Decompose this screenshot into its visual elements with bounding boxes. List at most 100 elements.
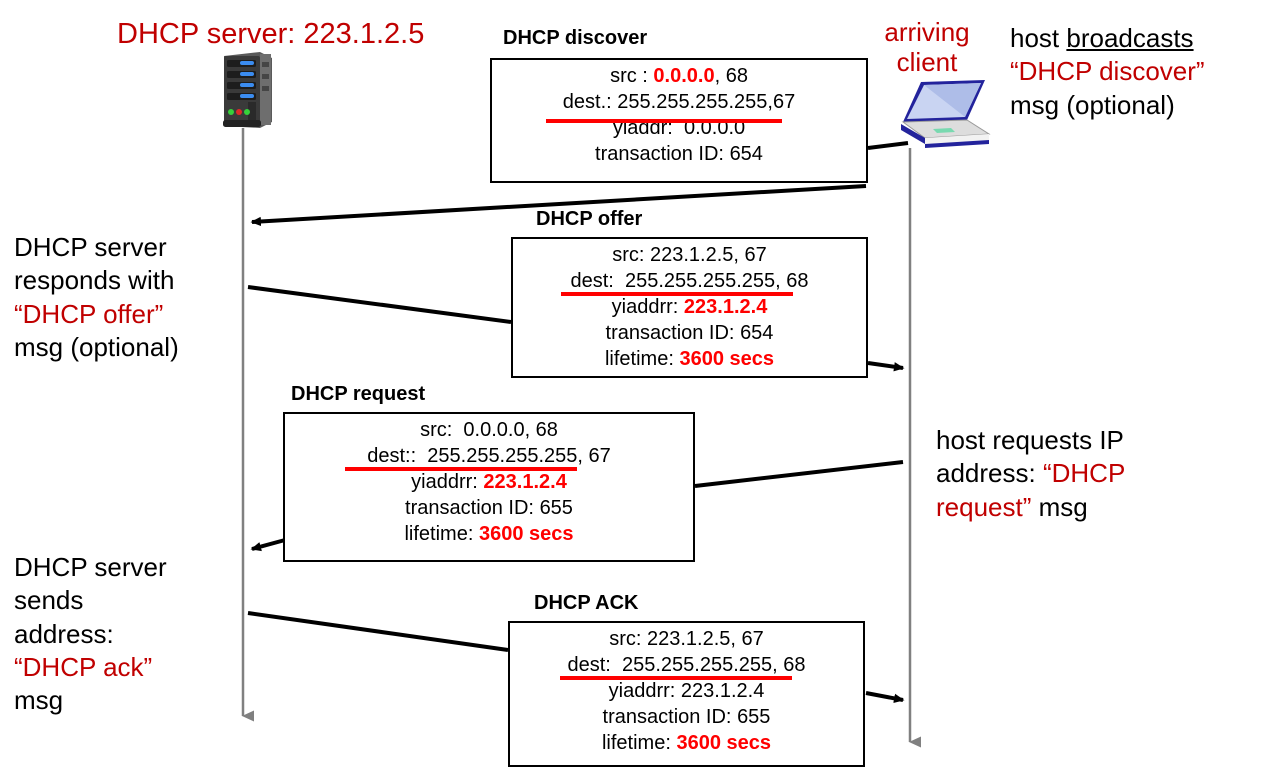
field-value: 255.255.255.255,67 bbox=[617, 91, 796, 113]
field-label: lifetime: bbox=[604, 348, 674, 370]
note-line: sends bbox=[14, 585, 84, 616]
field-value: 655 bbox=[737, 706, 771, 728]
note-line: address: “DHCP bbox=[936, 457, 1226, 490]
field-value: 223.1.2.5, 67 bbox=[647, 628, 764, 650]
msg-line: yiaddrr: 223.1.2.4 bbox=[285, 469, 693, 495]
note-server-sends-ack: DHCP server sends address: “DHCP ack” ms… bbox=[14, 551, 244, 717]
field-value: 3600 secs bbox=[679, 348, 774, 370]
field-label: transaction ID: bbox=[405, 497, 534, 519]
msg-title-ack: DHCP ACK bbox=[534, 592, 639, 614]
arrow-ack-from-server bbox=[247, 611, 509, 652]
field-value: 0.0.0.0 bbox=[653, 65, 715, 87]
note-line: msg bbox=[14, 685, 64, 716]
field-value: 3600 secs bbox=[676, 732, 771, 754]
dest-underline-offer bbox=[561, 292, 793, 296]
field-label: dest: bbox=[567, 654, 611, 676]
note-line-highlight: “DHCP discover” bbox=[1010, 56, 1205, 87]
arrow-ack-to-client bbox=[865, 691, 905, 703]
field-value: 3600 secs bbox=[478, 523, 574, 545]
msg-line: src: 223.1.2.5, 67 bbox=[510, 626, 863, 652]
msg-box-ack: src: 223.1.2.5, 67 dest: 255.255.255.255… bbox=[508, 621, 865, 767]
arrow-request-to-server bbox=[250, 538, 286, 552]
note-server-responds-offer: DHCP server responds with “DHCP offer” m… bbox=[14, 231, 244, 364]
arrow-offer-from-server bbox=[247, 285, 512, 324]
msg-line: lifetime: 3600 secs bbox=[510, 730, 863, 756]
msg-line: transaction ID: 654 bbox=[513, 320, 866, 346]
msg-line: lifetime: 3600 secs bbox=[285, 521, 693, 547]
note-text: address: bbox=[936, 458, 1043, 489]
note-text: msg bbox=[1031, 491, 1088, 522]
msg-title-discover: DHCP discover bbox=[503, 27, 648, 49]
field-label: src : bbox=[610, 65, 648, 87]
note-line-highlight: “DHCP offer” bbox=[14, 298, 164, 329]
field-suffix: , 68 bbox=[772, 654, 806, 676]
note-text-underlined: broadcasts bbox=[1066, 23, 1194, 53]
note-host-broadcasts-discover: host broadcasts “DHCP discover” msg (opt… bbox=[1010, 22, 1278, 122]
server-tower-icon bbox=[223, 52, 272, 128]
note-text-highlight: “DHCP bbox=[1042, 458, 1126, 489]
note-line: request” msg bbox=[936, 491, 1226, 524]
field-label: dest.: bbox=[562, 91, 612, 113]
note-text-highlight: request” bbox=[936, 491, 1032, 522]
field-value: 654 bbox=[729, 143, 763, 165]
field-label: transaction ID: bbox=[602, 706, 732, 728]
msg-title-request: DHCP request bbox=[291, 383, 426, 405]
field-label: yiaddrr: bbox=[611, 296, 679, 318]
field-value: 255.255.255.255 bbox=[621, 654, 773, 676]
field-label: transaction ID: bbox=[605, 322, 735, 344]
page-title: DHCP server: 223.1.2.5 bbox=[117, 18, 425, 50]
msg-line: src: 223.1.2.5, 67 bbox=[513, 242, 866, 268]
field-label: dest:: bbox=[367, 445, 417, 467]
dest-underline-ack bbox=[560, 676, 792, 680]
field-value: 223.1.2.5, 67 bbox=[650, 244, 767, 266]
note-line: DHCP server bbox=[14, 232, 167, 262]
field-value: 255.255.255.255 bbox=[427, 445, 578, 467]
field-value: 255.255.255.255 bbox=[624, 270, 776, 292]
note-line: host broadcasts bbox=[1010, 22, 1278, 55]
field-suffix: , 67 bbox=[577, 445, 611, 467]
note-line: msg (optional) bbox=[1010, 89, 1175, 120]
field-label: src: bbox=[609, 628, 642, 650]
field-value: 223.1.2.4 bbox=[483, 471, 567, 493]
arriving-client-label: arriving client bbox=[862, 17, 992, 78]
note-text: host bbox=[1010, 23, 1067, 53]
field-label: dest: bbox=[570, 270, 614, 292]
note-line: msg (optional) bbox=[14, 331, 179, 362]
msg-line: dest: 255.255.255.255, 68 bbox=[510, 652, 863, 678]
msg-line: yiaddrr: 223.1.2.4 bbox=[513, 294, 866, 320]
msg-line: dest:: 255.255.255.255, 67 bbox=[285, 443, 693, 469]
note-host-requests-ip: host requests IP address: “DHCP request”… bbox=[936, 424, 1226, 524]
msg-line: dest: 255.255.255.255, 68 bbox=[513, 268, 866, 294]
field-label: yiaddrr: bbox=[608, 680, 676, 702]
msg-box-request: src: 0.0.0.0, 68 dest:: 255.255.255.255,… bbox=[283, 412, 695, 562]
note-line-highlight: “DHCP ack” bbox=[14, 651, 153, 682]
msg-box-offer: src: 223.1.2.5, 67 dest: 255.255.255.255… bbox=[511, 237, 868, 378]
note-line: host requests IP bbox=[936, 425, 1124, 455]
field-value: 655 bbox=[539, 497, 573, 519]
arrow-offer-to-client bbox=[867, 361, 905, 372]
msg-line: lifetime: 3600 secs bbox=[513, 346, 866, 372]
msg-line: yiaddrr: 223.1.2.4 bbox=[510, 678, 863, 704]
arrow-request-from-client bbox=[694, 460, 904, 488]
field-suffix: , 68 bbox=[775, 270, 809, 292]
laptop-icon bbox=[901, 80, 991, 148]
note-line: responds with bbox=[14, 265, 175, 296]
dest-underline-request bbox=[345, 467, 577, 471]
field-value: 654 bbox=[740, 322, 774, 344]
field-label: src: bbox=[612, 244, 645, 266]
msg-title-offer: DHCP offer bbox=[536, 208, 643, 230]
field-value: 0.0.0.0, 68 bbox=[463, 419, 558, 441]
dest-underline-discover bbox=[546, 119, 782, 123]
field-label: yiaddrr: bbox=[411, 471, 478, 493]
field-label: lifetime: bbox=[601, 732, 671, 754]
arriving-client-line1: arriving bbox=[884, 17, 970, 47]
field-value: 223.1.2.4 bbox=[683, 296, 768, 318]
field-suffix: , 68 bbox=[714, 65, 748, 87]
msg-line: src : 0.0.0.0, 68 bbox=[492, 63, 866, 89]
field-label: src: bbox=[420, 419, 453, 441]
msg-line: transaction ID: 654 bbox=[492, 141, 866, 167]
note-line: address: bbox=[14, 618, 114, 649]
msg-line: transaction ID: 655 bbox=[285, 495, 693, 521]
msg-line: transaction ID: 655 bbox=[510, 704, 863, 730]
